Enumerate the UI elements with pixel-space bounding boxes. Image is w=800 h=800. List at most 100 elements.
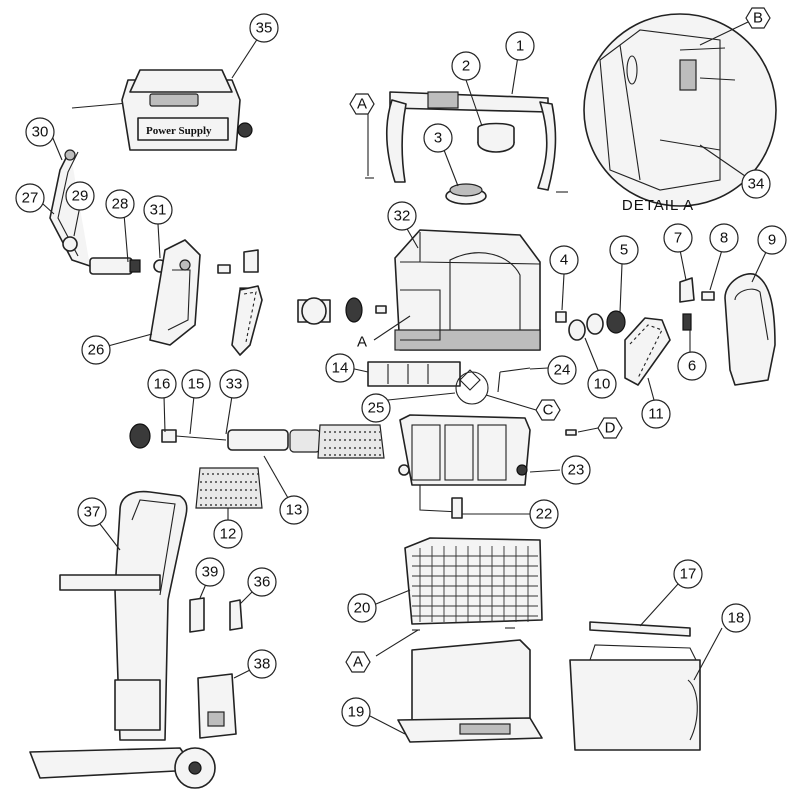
callout-20: 20	[347, 593, 377, 623]
callout-6: 6	[677, 351, 707, 381]
callout-2: 2	[451, 51, 481, 81]
svg-text:16: 16	[154, 376, 171, 393]
callout-16: 16	[147, 369, 177, 399]
callout-25: 25	[361, 393, 391, 423]
filter-screen-part	[349, 361, 549, 411]
svg-text:A: A	[357, 334, 367, 351]
brush-assembly-part	[129, 395, 385, 522]
callout-36: 36	[247, 567, 277, 597]
callout-35: 35	[249, 13, 279, 43]
callout-38: 38	[247, 649, 277, 679]
marker-a-body: A	[357, 334, 367, 351]
svg-text:32: 32	[394, 208, 411, 225]
callout-33: 33	[219, 369, 249, 399]
svg-text:28: 28	[112, 196, 129, 213]
svg-text:2: 2	[462, 58, 470, 75]
svg-text:36: 36	[254, 574, 271, 591]
callout-31: 31	[143, 195, 173, 225]
caddy-cart-part	[29, 490, 216, 789]
handle-assembly-part	[365, 55, 568, 205]
marker-d: D	[597, 417, 623, 439]
svg-text:A: A	[357, 96, 367, 113]
filter-basket-part	[369, 537, 543, 743]
callout-8: 8	[709, 223, 739, 253]
svg-text:23: 23	[568, 462, 585, 479]
svg-text:6: 6	[688, 358, 696, 375]
svg-text:D: D	[605, 420, 616, 437]
detail-a-view: DETAIL A	[583, 13, 777, 214]
marker-c: C	[535, 399, 561, 421]
side-plate-assembly-part	[42, 135, 201, 347]
callout-14: 14	[325, 353, 355, 383]
svg-text:34: 34	[748, 176, 765, 193]
motor-block-part	[398, 414, 599, 519]
svg-text:C: C	[543, 402, 554, 419]
svg-text:9: 9	[768, 232, 776, 249]
callout-4: 4	[549, 245, 579, 275]
marker-b: B	[745, 7, 771, 29]
callout-1: 1	[505, 31, 535, 61]
side-cover-right-part	[679, 249, 776, 386]
callout-11: 11	[641, 399, 671, 429]
callout-22: 22	[529, 499, 559, 529]
cart-accessories-part	[189, 583, 253, 739]
robot-body-part	[373, 219, 541, 351]
callout-32: 32	[387, 201, 417, 231]
callout-26: 26	[81, 335, 111, 365]
callout-18: 18	[721, 603, 751, 633]
callout-3: 3	[423, 123, 453, 153]
svg-text:37: 37	[84, 504, 101, 521]
detail-a-title: DETAIL A	[622, 197, 694, 214]
callout-37: 37	[77, 497, 107, 527]
carry-bag-part	[569, 583, 723, 751]
svg-text:25: 25	[368, 400, 385, 417]
svg-text:22: 22	[536, 506, 553, 523]
svg-text:4: 4	[560, 252, 568, 269]
callout-29: 29	[65, 181, 95, 211]
svg-text:33: 33	[226, 376, 243, 393]
svg-text:31: 31	[150, 202, 167, 219]
svg-text:26: 26	[88, 342, 105, 359]
callout-24: 24	[547, 355, 577, 385]
callout-39: 39	[195, 557, 225, 587]
callout-5: 5	[609, 235, 639, 265]
svg-text:35: 35	[256, 20, 273, 37]
callout-7: 7	[663, 223, 693, 253]
svg-text:14: 14	[332, 360, 349, 377]
track-left-part	[231, 285, 387, 356]
power-supply-part: Power Supply	[71, 37, 259, 151]
svg-text:39: 39	[202, 564, 219, 581]
callout-30: 30	[25, 117, 55, 147]
svg-text:13: 13	[286, 502, 303, 519]
svg-text:19: 19	[348, 704, 365, 721]
svg-text:11: 11	[648, 406, 664, 423]
svg-text:27: 27	[22, 190, 39, 207]
svg-text:12: 12	[220, 526, 237, 543]
drive-train-right-part	[555, 263, 671, 401]
svg-text:5: 5	[620, 242, 628, 259]
callout-19: 19	[341, 697, 371, 727]
svg-text:8: 8	[720, 230, 728, 247]
marker-a-basket: A	[345, 651, 371, 673]
callout-17: 17	[673, 559, 703, 589]
callout-9: 9	[757, 225, 787, 255]
callout-15: 15	[181, 369, 211, 399]
svg-text:1: 1	[516, 38, 524, 55]
svg-text:15: 15	[188, 376, 205, 393]
callout-12: 12	[213, 519, 243, 549]
svg-text:7: 7	[674, 230, 682, 247]
callout-23: 23	[561, 455, 591, 485]
power-supply-label: Power Supply	[146, 125, 212, 137]
svg-text:3: 3	[434, 130, 442, 147]
svg-text:A: A	[353, 654, 363, 671]
svg-text:38: 38	[254, 656, 271, 673]
svg-text:18: 18	[728, 610, 745, 627]
callout-28: 28	[105, 189, 135, 219]
svg-text:17: 17	[680, 566, 697, 583]
callout-13: 13	[279, 495, 309, 525]
callout-10: 10	[587, 369, 617, 399]
svg-text:29: 29	[72, 188, 89, 205]
svg-text:B: B	[753, 10, 763, 27]
callout-27: 27	[15, 183, 45, 213]
svg-text:10: 10	[594, 376, 611, 393]
